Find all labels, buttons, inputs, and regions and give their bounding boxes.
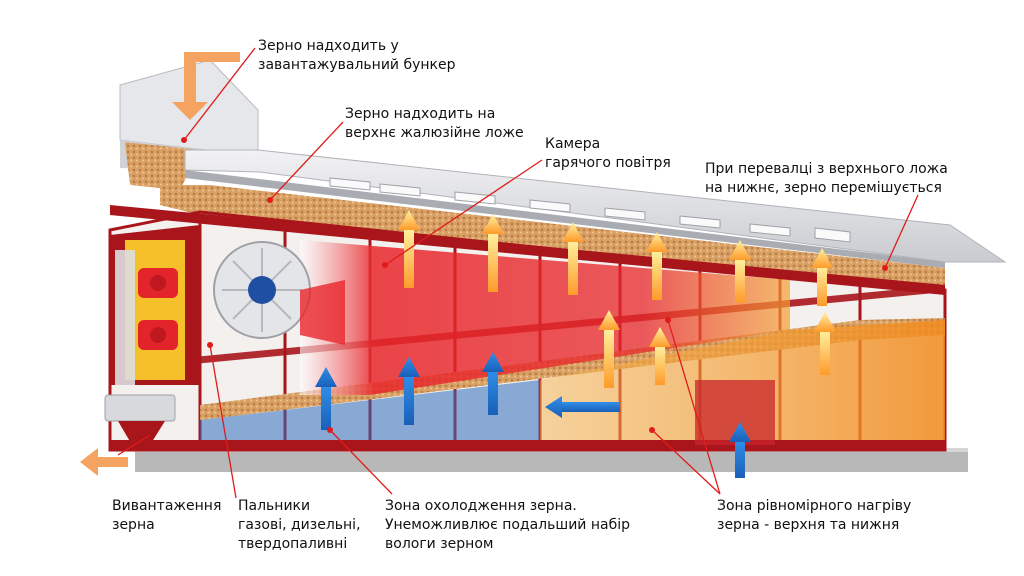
cool-flow-arrows — [315, 352, 751, 478]
cooling-zone-floor — [200, 380, 540, 440]
callout-bunker-inlet-line1: Зерно надходить у — [258, 38, 399, 54]
callout-bunker-inlet-line2: завантажувальний бункер — [258, 57, 456, 73]
callout-dots — [181, 137, 888, 433]
callout-hot-air-chamber: Камера гарячого повітря — [545, 135, 671, 173]
callout-mixing: При перевалці з верхнього ложа на нижнє,… — [705, 160, 948, 198]
callout-cooling-zone-line3: вологи зерном — [385, 536, 494, 552]
dryer-roof — [184, 149, 1007, 268]
callout-upper-bed-line1: Зерно надходить на — [345, 106, 496, 122]
callout-unloading: Вивантаження зерна — [112, 497, 221, 535]
callout-burners: Пальники газові, дизельні, твердопаливні — [238, 497, 361, 554]
callout-upper-bed: Зерно надходить на верхнє жалюзійне ложе — [345, 105, 524, 143]
callout-unloading-line1: Вивантаження — [112, 498, 222, 514]
roof-vents — [329, 177, 851, 243]
callout-burners-line3: твердопаливні — [238, 536, 348, 552]
cyclone-unloader-icon — [104, 394, 176, 445]
burner-cabinet — [110, 225, 200, 385]
callout-heating-zone: Зона рівномірного нагріву зерна - верхня… — [717, 497, 911, 535]
callout-upper-bed-line2: верхнє жалюзійне ложе — [345, 125, 524, 141]
hot-air-chamber-zone — [300, 240, 790, 395]
callout-heating-zone-line2: зерна - верхня та нижня — [717, 517, 900, 533]
warm-flow-arrows — [398, 210, 836, 388]
callout-unloading-line2: зерна — [112, 517, 155, 533]
flow-arrow-icon — [80, 52, 240, 476]
callout-cooling-zone-line1: Зона охолодження зерна. — [385, 498, 577, 514]
upper-grain-bed — [160, 185, 945, 290]
callout-burners-line2: газові, дизельні, — [238, 517, 361, 533]
fan-icon — [213, 241, 345, 345]
callout-mixing-line1: При перевалці з верхнього ложа — [705, 161, 948, 177]
callout-leaders — [117, 47, 919, 499]
callout-cooling-zone-line2: Унеможливлює подальший набір — [385, 517, 630, 533]
callout-hot-air-chamber-line1: Камера — [545, 136, 601, 152]
callout-bunker-inlet: Зерно надходить у завантажувальний бунке… — [258, 37, 456, 75]
callout-cooling-zone: Зона охолодження зерна. Унеможливлює под… — [385, 497, 630, 554]
callout-hot-air-chamber-line2: гарячого повітря — [545, 155, 671, 171]
callout-mixing-line2: на нижнє, зерно перемішується — [705, 180, 942, 196]
callout-burners-line1: Пальники — [238, 498, 311, 514]
callout-heating-zone-line1: Зона рівномірного нагріву — [717, 498, 912, 514]
burner-icon — [138, 268, 178, 350]
foundation-slab — [135, 448, 968, 472]
